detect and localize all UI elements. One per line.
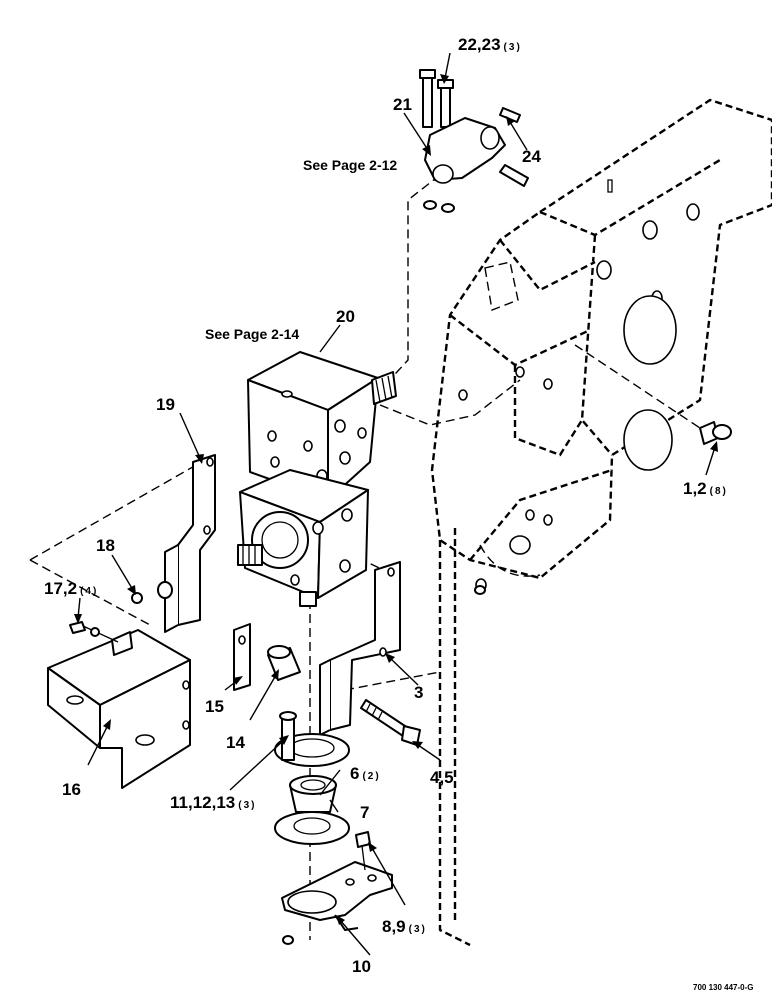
bolt-1-2 [699,421,732,445]
header-frame [430,98,772,947]
frame-large-hole [623,295,677,365]
frame-hole [509,535,531,555]
callout-20: 20 [336,307,355,326]
frame-large-hole [623,409,673,471]
flange-6-lower [274,811,350,845]
callout-24: 24 [522,147,541,166]
callout-8-9: 8,9(3) [382,917,427,936]
callout-labels: 22,23(3) 21 24 20 19 1,2(8) 18 17,2(4) 1… [44,35,728,976]
support-plate-10 [281,861,393,931]
frame-hole [642,220,658,240]
callout-1-2: 1,2(8) [683,479,728,498]
frame-hole [525,509,535,521]
callout-18: 18 [96,536,115,555]
callout-4-5: 4,5 [430,768,454,787]
callout-7: 7 [360,803,369,822]
bolts-8-9-11 [279,585,486,945]
u-joint-assembly [419,69,529,213]
callout-16: 16 [62,780,81,799]
frame-hole [543,514,553,526]
callout-10: 10 [352,957,371,976]
mounting-bracket-3 [319,561,401,736]
callout-17-2: 17,2(4) [44,579,98,598]
callout-11-12-13: 11,12,13(3) [170,793,256,812]
spacer-15 [233,623,251,691]
frame-hole [596,260,612,280]
mounting-bracket-19 [164,454,216,633]
see-page-note-gearbox: See Page 2-14 [205,326,299,342]
see-page-note-u-joint: See Page 2-12 [303,157,397,173]
frame-hole [515,366,525,378]
bearing-7 [289,775,337,813]
callout-15: 15 [205,697,224,716]
callout-14: 14 [226,733,245,752]
hardware-17-18 [69,581,173,643]
callout-22-23: 22,23(3) [458,35,522,54]
leader-lines [74,52,718,956]
callout-3: 3 [414,683,423,702]
gearbox-lower [237,469,369,607]
frame-hole [543,378,553,390]
callout-6: 6(2) [350,764,381,783]
frame-hole [686,203,700,221]
callout-21: 21 [393,95,412,114]
gearbox-upper [247,351,397,501]
frame-hole [458,389,468,401]
shield-16 [47,629,191,789]
bolt-4-5 [360,699,421,746]
drawing-number: 700 130 447-0-G [693,983,754,992]
callout-19: 19 [156,395,175,414]
